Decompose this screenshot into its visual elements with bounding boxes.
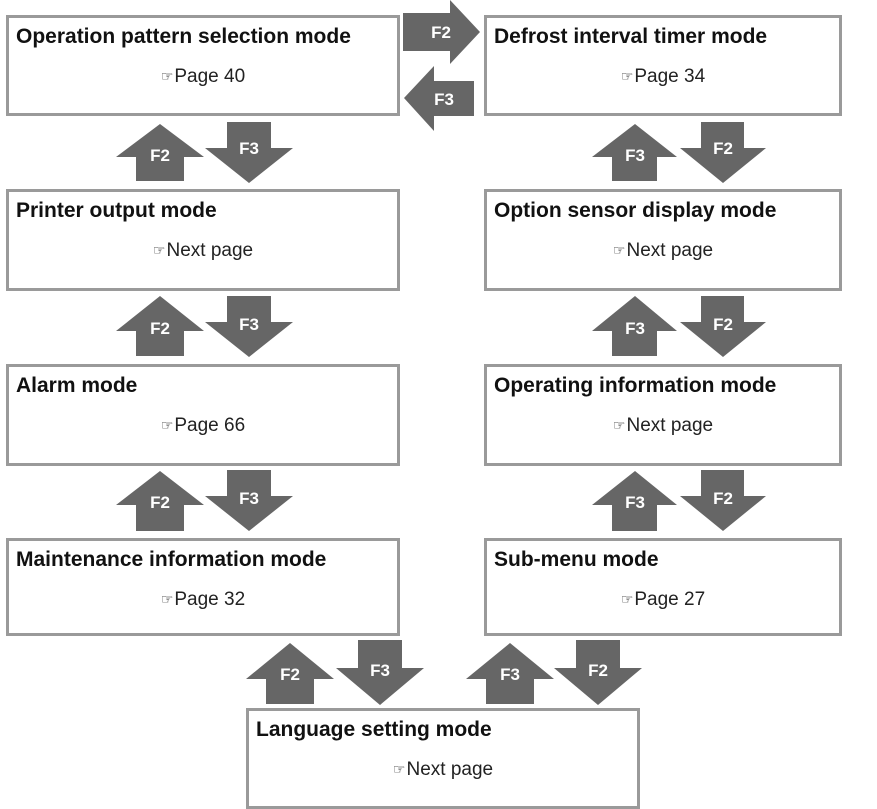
defrost-interval-timer-mode-title: Defrost interval timer mode: [494, 25, 768, 48]
svg-text:F3: F3: [239, 489, 259, 508]
f2-up-arrow-left-1: F2: [116, 124, 204, 181]
svg-text:F2: F2: [713, 315, 733, 334]
operation-pattern-selection-mode-box: Operation pattern selection mode ☞Page 4…: [6, 15, 400, 116]
pointing-hand-icon: ☞: [160, 417, 174, 433]
svg-text:F2: F2: [150, 493, 170, 512]
svg-text:F3: F3: [370, 661, 390, 680]
option-sensor-display-mode-box: Option sensor display mode ☞Next page: [484, 189, 842, 291]
printer-output-mode-title: Printer output mode: [16, 199, 217, 222]
operation-pattern-selection-mode-ref: ☞Page 40: [9, 67, 397, 86]
svg-text:F3: F3: [625, 493, 645, 512]
svg-text:F3: F3: [239, 315, 259, 334]
pointing-hand-icon: ☞: [620, 591, 634, 607]
printer-output-mode-ref: ☞Next page: [9, 241, 397, 260]
svg-text:F3: F3: [434, 90, 454, 109]
svg-text:F2: F2: [713, 489, 733, 508]
pointing-hand-icon: ☞: [392, 761, 406, 777]
pointing-hand-icon: ☞: [620, 68, 634, 84]
page-reference: Page 34: [634, 66, 706, 87]
f2-up-arrow-bottom-left: F2: [246, 643, 334, 704]
page-reference: Next page: [626, 240, 714, 261]
f3-up-arrow-bottom-right: F3: [466, 643, 554, 704]
svg-text:F3: F3: [239, 139, 259, 158]
svg-text:F3: F3: [500, 665, 520, 684]
language-setting-mode-ref: ☞Next page: [249, 760, 637, 779]
pointing-hand-icon: ☞: [160, 68, 174, 84]
pointing-hand-icon: ☞: [160, 591, 174, 607]
alarm-mode-title: Alarm mode: [16, 374, 138, 397]
maintenance-information-mode-box: Maintenance information mode ☞Page 32: [6, 538, 400, 636]
maintenance-information-mode-title: Maintenance information mode: [16, 548, 327, 571]
page-reference: Next page: [166, 240, 254, 261]
operation-pattern-selection-mode-title: Operation pattern selection mode: [16, 25, 351, 48]
f2-up-arrow-left-3: F2: [116, 471, 204, 531]
pointing-hand-icon: ☞: [152, 242, 166, 258]
maintenance-information-mode-ref: ☞Page 32: [9, 590, 397, 609]
svg-text:F2: F2: [150, 319, 170, 338]
f3-down-arrow-left-2: F3: [205, 296, 293, 357]
option-sensor-display-mode-ref: ☞Next page: [487, 241, 839, 260]
printer-output-mode-box: Printer output mode ☞Next page: [6, 189, 400, 291]
svg-text:F3: F3: [625, 146, 645, 165]
sub-menu-mode-box: Sub-menu mode ☞Page 27: [484, 538, 842, 636]
f3-down-arrow-left-3: F3: [205, 470, 293, 531]
f3-up-arrow-right-2: F3: [592, 296, 677, 356]
f3-down-arrow-left-1: F3: [205, 122, 293, 183]
page-reference: Next page: [626, 415, 714, 436]
svg-text:F2: F2: [280, 665, 300, 684]
f2-down-arrow-right-2: F2: [680, 296, 766, 357]
option-sensor-display-mode-title: Option sensor display mode: [494, 199, 777, 222]
operating-information-mode-box: Operating information mode ☞Next page: [484, 364, 842, 466]
svg-text:F2: F2: [431, 23, 451, 42]
language-setting-mode-box: Language setting mode ☞Next page: [246, 708, 640, 809]
pointing-hand-icon: ☞: [612, 417, 626, 433]
sub-menu-mode-title: Sub-menu mode: [494, 548, 659, 571]
f2-right-arrow: F2: [403, 0, 480, 64]
language-setting-mode-title: Language setting mode: [256, 718, 492, 741]
alarm-mode-ref: ☞Page 66: [9, 416, 397, 435]
sub-menu-mode-ref: ☞Page 27: [487, 590, 839, 609]
alarm-mode-box: Alarm mode ☞Page 66: [6, 364, 400, 466]
f2-down-arrow-right-1: F2: [680, 122, 766, 183]
f3-up-arrow-right-3: F3: [592, 471, 677, 531]
page-reference: Page 40: [174, 66, 246, 87]
defrost-interval-timer-mode-box: Defrost interval timer mode ☞Page 34: [484, 15, 842, 116]
f3-left-arrow: F3: [404, 66, 474, 131]
pointing-hand-icon: ☞: [612, 242, 626, 258]
operating-information-mode-ref: ☞Next page: [487, 416, 839, 435]
svg-text:F2: F2: [713, 139, 733, 158]
svg-text:F2: F2: [150, 146, 170, 165]
defrost-interval-timer-mode-ref: ☞Page 34: [487, 67, 839, 86]
operating-information-mode-title: Operating information mode: [494, 374, 777, 397]
page-reference: Next page: [406, 759, 494, 780]
svg-text:F2: F2: [588, 661, 608, 680]
f2-down-arrow-bottom-right: F2: [554, 640, 642, 705]
page-reference: Page 27: [634, 589, 706, 610]
svg-text:F3: F3: [625, 319, 645, 338]
f2-down-arrow-right-3: F2: [680, 470, 766, 531]
page-reference: Page 66: [174, 415, 246, 436]
f3-down-arrow-bottom-left: F3: [336, 640, 424, 705]
page-reference: Page 32: [174, 589, 246, 610]
f2-up-arrow-left-2: F2: [116, 296, 204, 356]
f3-up-arrow-right-1: F3: [592, 124, 677, 181]
